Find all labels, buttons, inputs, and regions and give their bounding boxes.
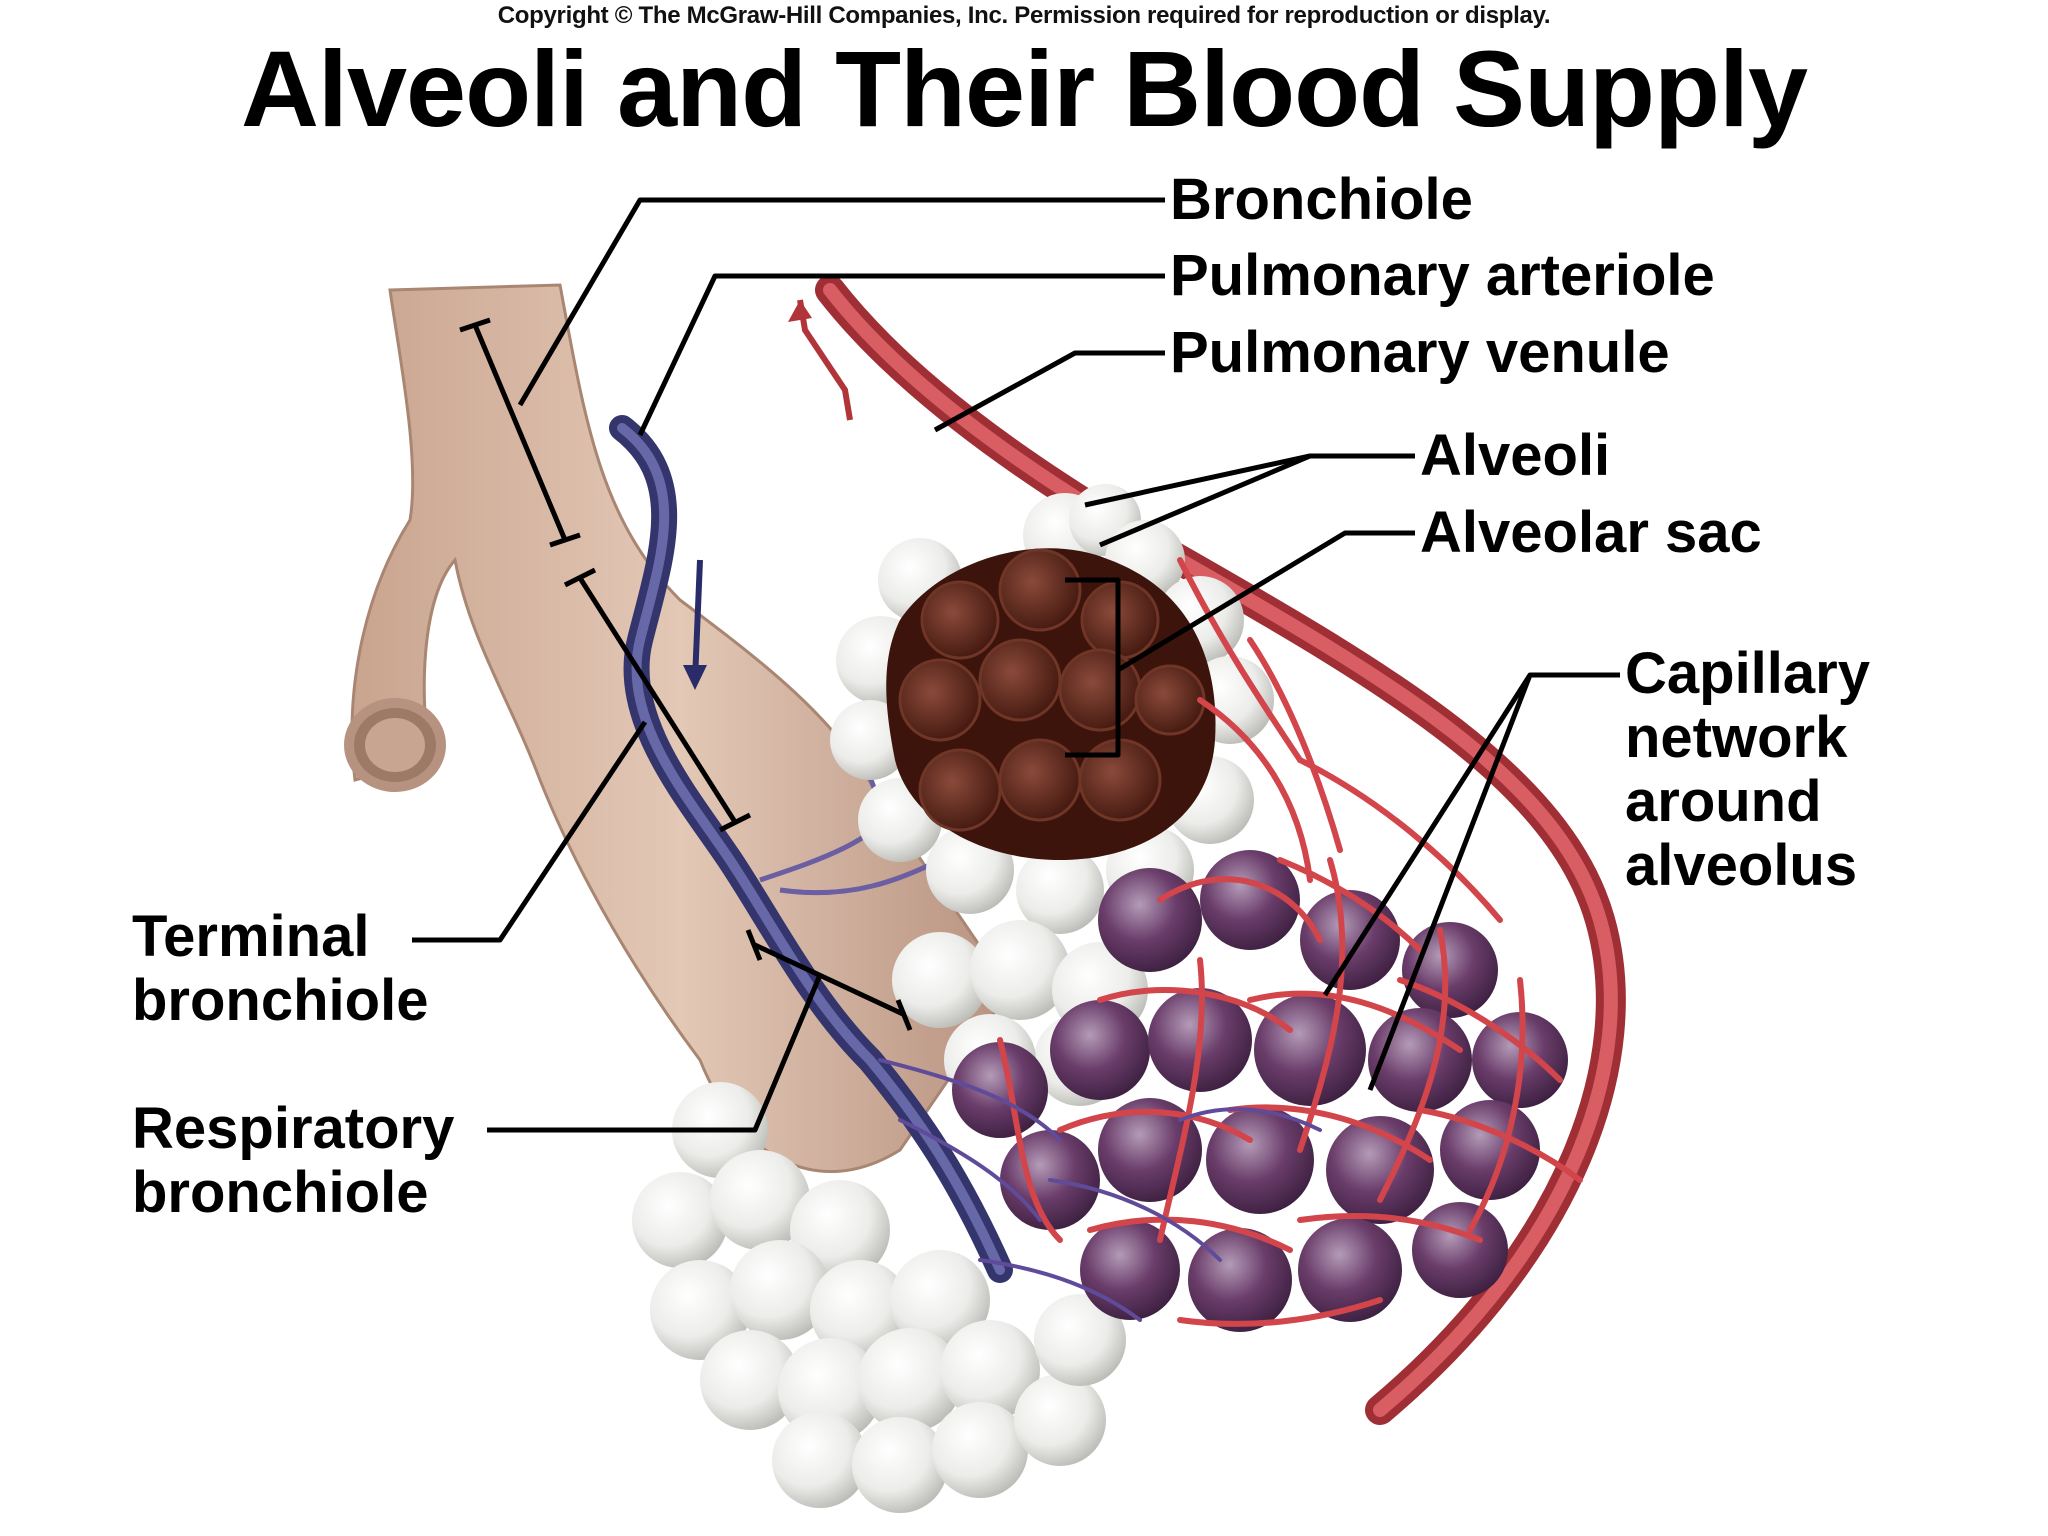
leader-lines (412, 197, 1620, 1133)
label-pulmonary-arteriole: Pulmonary arteriole (1170, 243, 1715, 308)
respiratory-bronchiole-leader (487, 974, 823, 1133)
label-bronchiole: Bronchiole (1170, 167, 1473, 232)
diagram-title: Alveoli and Their Blood Supply (240, 28, 1808, 149)
label-terminal-bronchiole: Terminal bronchiole (132, 904, 429, 1033)
pulmonary-venule-leader (933, 350, 1165, 433)
label-capillary-network: Capillary network around alveolus (1625, 641, 1870, 898)
bronchiole-shape (344, 283, 1012, 1173)
label-pulmonary-venule: Pulmonary venule (1170, 320, 1670, 385)
label-respiratory-bronchiole: Respiratory bronchiole (132, 1096, 455, 1225)
terminal-bronchiole-leader (412, 720, 648, 943)
capillary-network (878, 557, 1583, 1332)
alveolar-sac-leader (1116, 530, 1415, 673)
alveoli-cluster (632, 920, 1148, 1513)
alveolar-sac-bracket (1065, 577, 1121, 758)
terminal-bronchiole-bracket (577, 576, 738, 824)
copyright-notice: Copyright © The McGraw-Hill Companies, I… (497, 2, 1551, 29)
respiratory-bronchiole-bracket (753, 942, 907, 1018)
pulmonary-arteriole-leader (637, 273, 1165, 437)
alveolar-sac-cluster (830, 484, 1274, 934)
label-alveoli: Alveoli (1420, 423, 1611, 488)
bronchiole-bracket (472, 324, 568, 541)
label-alveolar-sac: Alveolar sac (1420, 500, 1762, 565)
bronchiole-leader (517, 197, 1165, 407)
